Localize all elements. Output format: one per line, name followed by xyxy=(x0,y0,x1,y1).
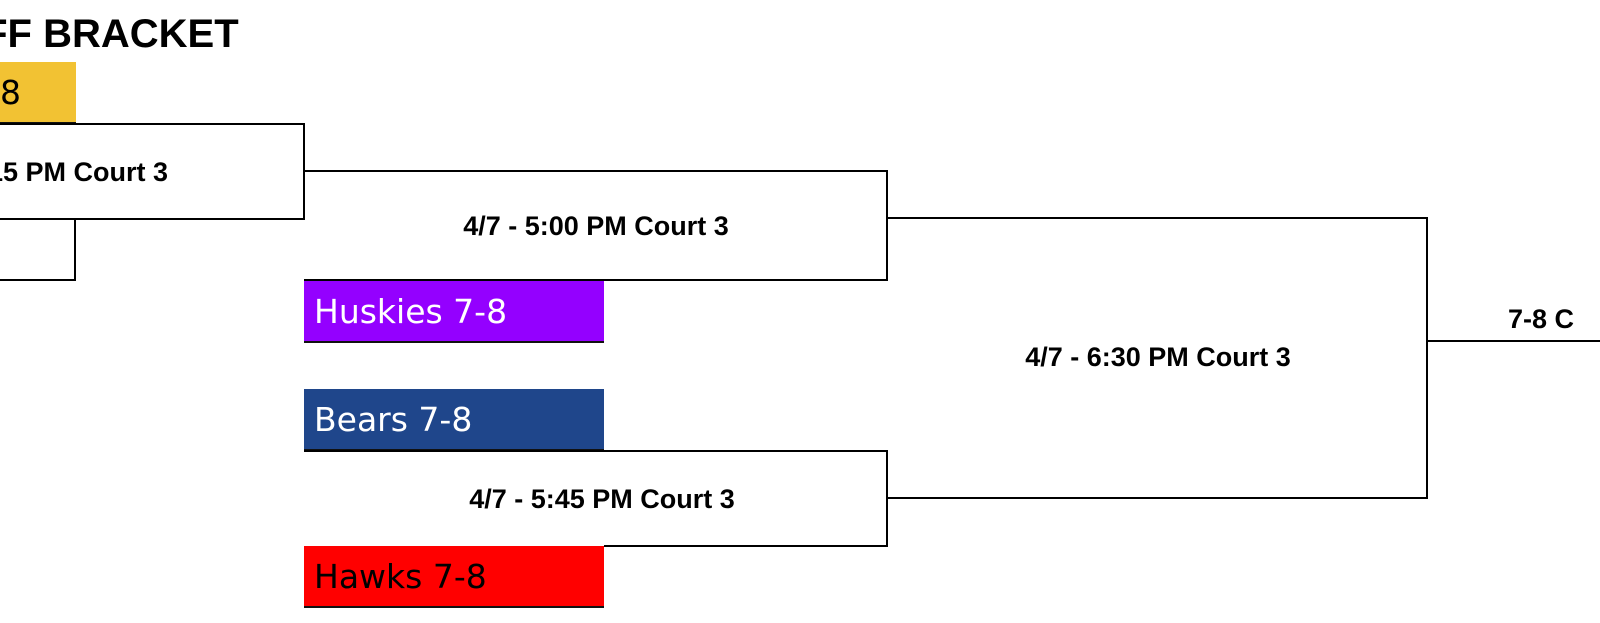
bracket-line xyxy=(888,497,1428,499)
bracket-line xyxy=(74,218,76,281)
team-bears: Bears 7-8 xyxy=(304,389,604,451)
team-hawks-label: Hawks 7-8 xyxy=(314,557,487,596)
game-4-label: 4/7 - 6:30 PM Court 3 xyxy=(1025,342,1291,372)
team-bears-label: Bears 7-8 xyxy=(314,400,473,439)
team-huskies-label: Huskies 7-8 xyxy=(314,292,508,331)
bracket-line xyxy=(886,450,888,547)
bracket-line xyxy=(604,545,888,547)
bracket-line xyxy=(304,170,888,172)
game-2-label: 4/7 - 5:00 PM Court 3 xyxy=(463,211,729,241)
bracket-line xyxy=(304,450,888,452)
bracket-line xyxy=(304,279,888,281)
team-hawks: Hawks 7-8 xyxy=(304,546,604,608)
bracket-title: OFF BRACKET xyxy=(0,12,239,56)
bracket-line xyxy=(0,218,305,220)
team-top-left: 8 xyxy=(0,62,76,124)
bracket-line xyxy=(1426,340,1600,342)
bracket-line xyxy=(0,123,305,125)
final-label: 7-8 C xyxy=(1508,304,1575,334)
team-huskies: Huskies 7-8 xyxy=(304,281,604,343)
bracket-line xyxy=(888,217,1428,219)
team-top-left-label: 8 xyxy=(0,73,21,112)
game-3-label: 4/7 - 5:45 PM Court 3 xyxy=(469,484,735,514)
game-1-label: 15 PM Court 3 xyxy=(0,157,169,187)
bracket-line xyxy=(886,170,888,281)
bracket-line xyxy=(0,279,76,281)
bracket-line xyxy=(1426,217,1428,499)
